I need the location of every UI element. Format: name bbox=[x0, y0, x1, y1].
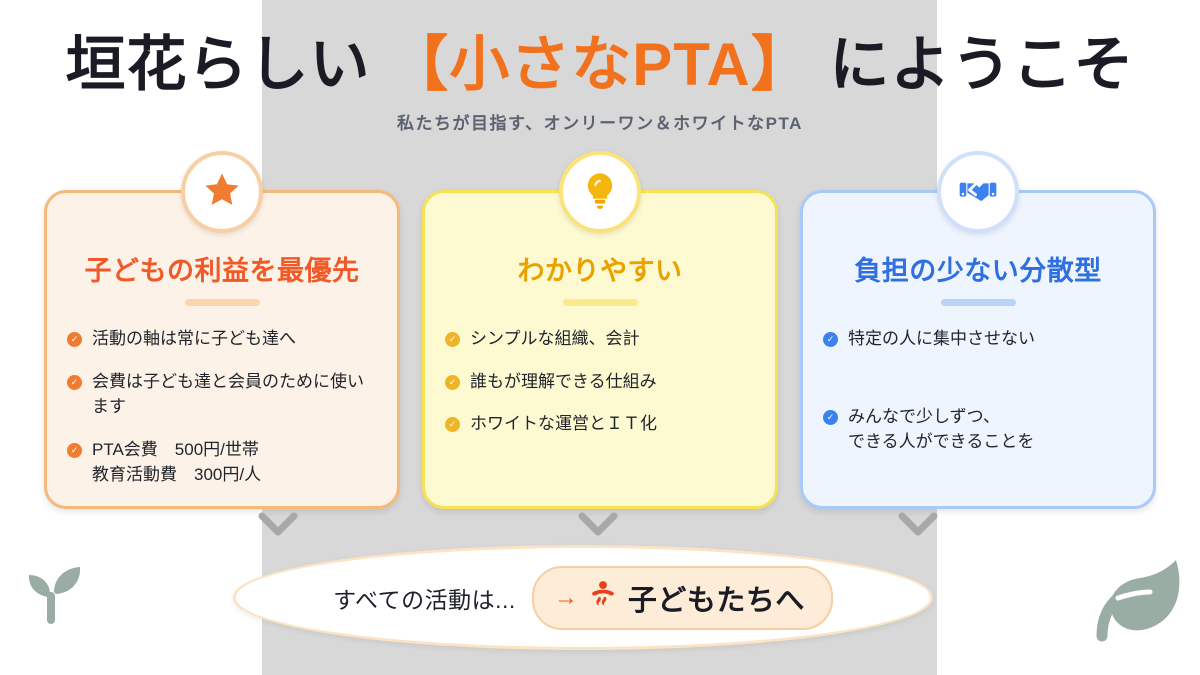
for-children-pill[interactable]: → 子どもたちへ bbox=[531, 565, 833, 630]
card-title: わかりやすい bbox=[517, 256, 683, 286]
list-item: ✓ シンプルな組織、会計 bbox=[445, 326, 755, 352]
page-subtitle: 私たちが目指す、オンリーワン＆ホワイトなPTA bbox=[397, 113, 803, 133]
page-title-post: にようこそ bbox=[811, 31, 1135, 98]
list-item: ✓ 特定の人に集中させない bbox=[823, 326, 1133, 352]
list-item: ✓ 会費は子ども達と会員のために使います bbox=[67, 369, 377, 420]
chevron-down-icon bbox=[258, 512, 298, 538]
leaf-icon bbox=[1094, 542, 1186, 647]
sprout-icon bbox=[14, 548, 96, 630]
list-item: ✓ PTA会費 500円/世帯 教育活動費 300円/人 bbox=[67, 437, 377, 488]
list-item: ✓ ホワイトな運営とＩＴ化 bbox=[445, 411, 755, 437]
header: 垣花らしい 【小さなPTA】 にようこそ 私たちが目指す、オンリーワン＆ホワイト… bbox=[0, 0, 1200, 134]
chevron-down-icon bbox=[578, 512, 618, 538]
bullet-text: 誰もが理解できる仕組み bbox=[470, 371, 657, 391]
card-divider bbox=[562, 299, 638, 307]
card-title: 負担の少ない分散型 bbox=[854, 256, 1102, 286]
banner-label: すべての活動は... bbox=[333, 586, 516, 613]
card-divider bbox=[184, 299, 260, 307]
card-easy-to-understand[interactable]: わかりやすい ✓ シンプルな組織、会計 ✓ 誰もが理解できる仕組み ✓ ホワイト… bbox=[422, 151, 778, 509]
bullet-text: 活動の軸は常に子ども達へ bbox=[92, 329, 296, 349]
bullet-text: PTA会費 500円/世帯 教育活動費 300円/人 bbox=[92, 439, 262, 485]
card-title: 子どもの利益を最優先 bbox=[84, 256, 360, 286]
card-badge bbox=[559, 151, 641, 233]
card-bullet-list: ✓ 特定の人に集中させない ✓ みんなで少しずつ、 できる人ができることを bbox=[823, 326, 1133, 455]
check-icon: ✓ bbox=[823, 409, 838, 425]
card-child-first[interactable]: 子どもの利益を最優先 ✓ 活動の軸は常に子ども達へ ✓ 会費は子ども達と会員のた… bbox=[44, 151, 400, 509]
check-icon: ✓ bbox=[67, 442, 82, 458]
feature-cards: 子どもの利益を最優先 ✓ 活動の軸は常に子ども達へ ✓ 会費は子ども達と会員のた… bbox=[0, 151, 1200, 509]
page-title-pre: 垣花らしい bbox=[65, 31, 389, 98]
check-icon: ✓ bbox=[823, 332, 838, 348]
check-icon: ✓ bbox=[67, 374, 82, 390]
chevron-down-icon bbox=[898, 512, 938, 538]
card-bullet-list: ✓ シンプルな組織、会計 ✓ 誰もが理解できる仕組み ✓ ホワイトな運営とＩＴ化 bbox=[445, 326, 755, 437]
card-bullet-list: ✓ 活動の軸は常に子ども達へ ✓ 会費は子ども達と会員のために使います ✓ PT… bbox=[67, 326, 377, 488]
list-item: ✓ 活動の軸は常に子ども達へ bbox=[67, 326, 377, 352]
page-title-highlight: 【小さなPTA】 bbox=[388, 31, 812, 98]
bullet-text: ホワイトな運営とＩＴ化 bbox=[470, 414, 657, 434]
card-badge bbox=[181, 151, 263, 233]
lightbulb-icon bbox=[579, 169, 621, 216]
check-icon: ✓ bbox=[67, 332, 82, 348]
bullet-text: 会費は子ども達と会員のために使います bbox=[92, 371, 364, 417]
bullet-text: 特定の人に集中させない bbox=[848, 329, 1035, 349]
star-icon bbox=[201, 169, 243, 216]
summary-banner: すべての活動は... → 子どもたちへ bbox=[233, 545, 933, 650]
bullet-text: みんなで少しずつ、 できる人ができることを bbox=[848, 406, 1035, 452]
bullet-text: シンプルな組織、会計 bbox=[470, 329, 640, 349]
check-icon: ✓ bbox=[445, 374, 460, 390]
check-icon: ✓ bbox=[445, 332, 460, 348]
card-divider bbox=[940, 299, 1016, 307]
handshake-icon bbox=[956, 168, 1000, 217]
card-distributed-low-burden[interactable]: 負担の少ない分散型 ✓ 特定の人に集中させない ✓ みんなで少しずつ、 できる人… bbox=[800, 151, 1156, 509]
list-item: ✓ みんなで少しずつ、 できる人ができることを bbox=[823, 404, 1133, 455]
arrow-right-icon: → bbox=[553, 583, 578, 611]
card-badge bbox=[937, 151, 1019, 233]
list-item: ✓ 誰もが理解できる仕組み bbox=[445, 369, 755, 395]
page-title: 垣花らしい 【小さなPTA】 にようこそ bbox=[0, 30, 1200, 101]
check-icon: ✓ bbox=[445, 417, 460, 433]
pill-label: 子どもたちへ bbox=[627, 584, 805, 617]
child-icon bbox=[589, 580, 617, 615]
